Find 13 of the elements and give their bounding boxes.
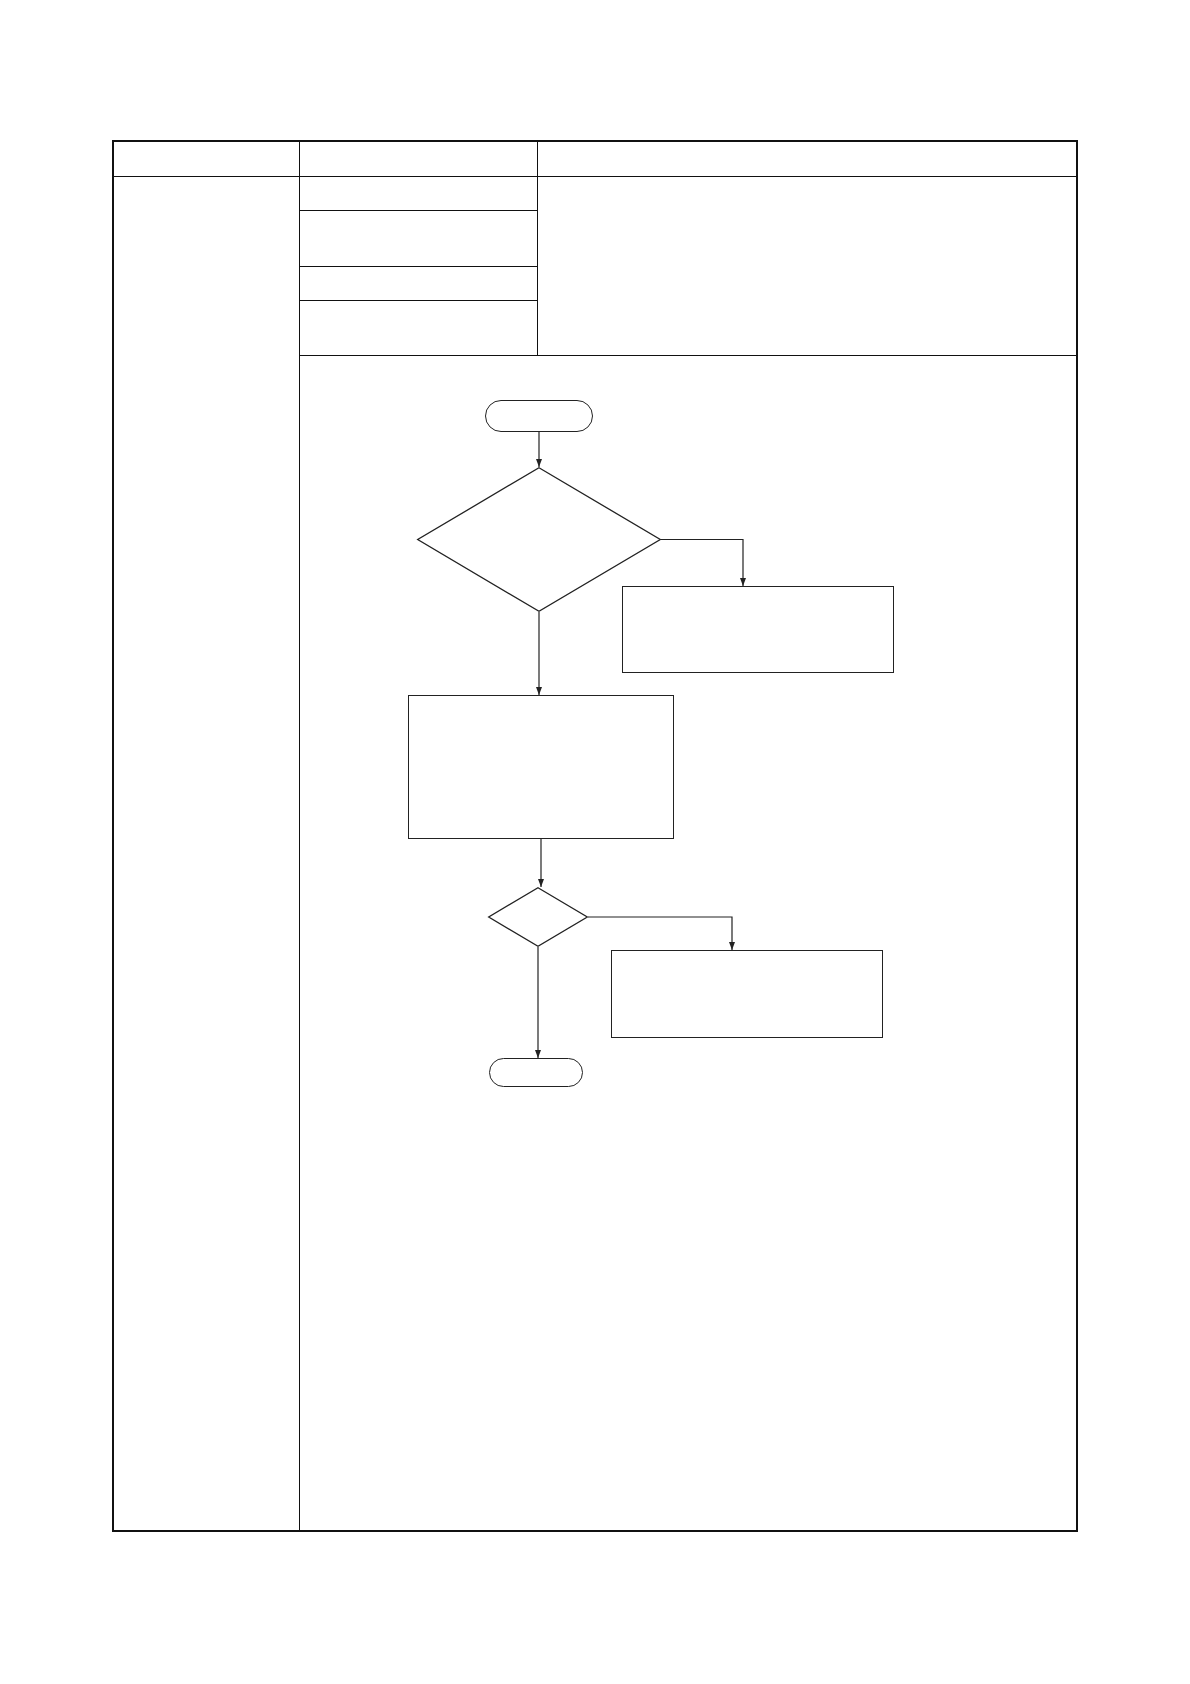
process-box: [408, 695, 674, 839]
arrow: [535, 946, 541, 1059]
arrow: [660, 538, 746, 587]
arrow: [587, 916, 735, 951]
decision-diamond: [488, 887, 588, 947]
terminal-pill: [489, 1058, 583, 1087]
arrow: [538, 838, 544, 888]
terminal-pill: [485, 400, 593, 432]
arrow: [536, 431, 542, 468]
decision-diamond: [417, 467, 661, 612]
process-box: [611, 950, 883, 1038]
process-box: [622, 586, 894, 673]
arrow: [536, 611, 542, 696]
